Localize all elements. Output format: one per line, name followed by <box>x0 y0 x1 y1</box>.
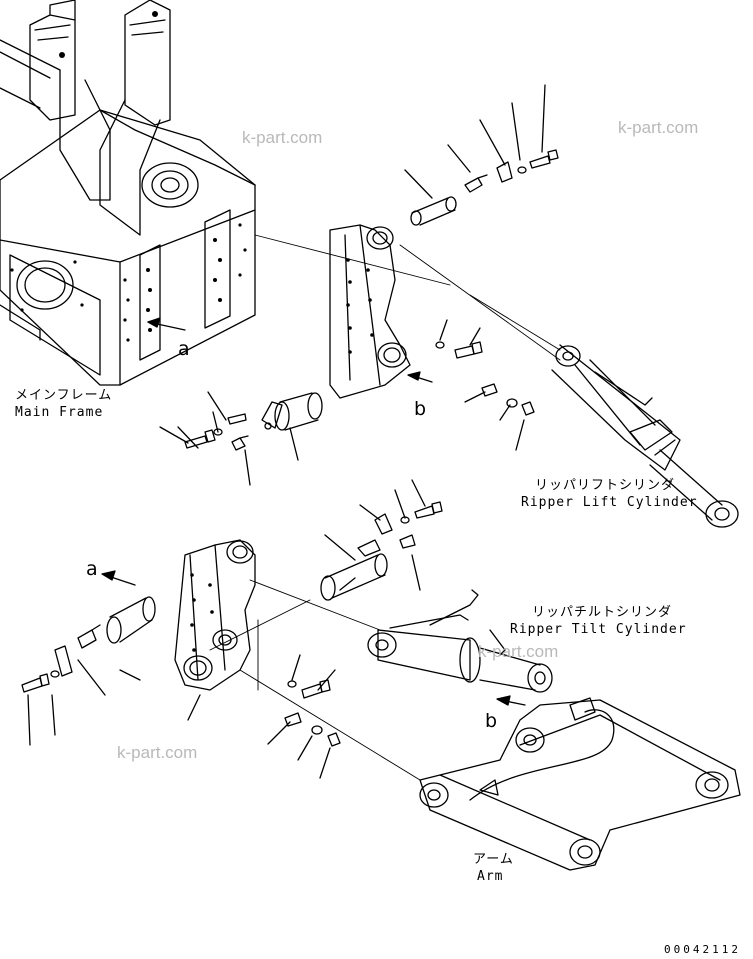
upper-pin-right <box>404 84 559 226</box>
leader-lines <box>209 234 561 781</box>
tilt-cylinder-label-en: Ripper Tilt Cylinder <box>510 622 687 637</box>
upper-bracket-bolts <box>435 319 535 451</box>
tilt-cylinder-label-jp: リッパチルトシリンダ <box>532 605 673 620</box>
lower-bracket <box>101 539 256 691</box>
lower-bracket-bolts <box>267 654 341 779</box>
ripper-lift-cylinder <box>551 344 739 528</box>
arm-label-jp: アーム <box>473 852 514 867</box>
main-frame-label-en: Main Frame <box>15 405 104 420</box>
ripper-tilt-cylinder <box>367 589 553 706</box>
main-frame <box>0 0 256 386</box>
reference-b-upper: b <box>414 398 427 420</box>
upper-bracket <box>329 224 433 399</box>
watermark-1: k-part.com <box>242 128 323 147</box>
lift-cylinder-label-en: Ripper Lift Cylinder <box>521 495 698 510</box>
lower-pin-left <box>21 596 201 746</box>
lift-cylinder-label-jp: リッパリフトシリンダ <box>535 478 676 493</box>
watermark-4: k-part.com <box>117 743 198 762</box>
reference-b-lower: b <box>485 710 498 732</box>
watermark-2: k-part.com <box>618 118 699 137</box>
upper-pin-left <box>159 391 323 486</box>
reference-a-upper: a <box>178 338 190 360</box>
arm-label-en: Arm <box>477 869 504 884</box>
arm <box>419 697 741 871</box>
watermark-3: k-part.com <box>478 642 559 661</box>
reference-a-lower: a <box>86 558 98 580</box>
drawing-code: 00042112 <box>664 943 741 956</box>
lower-pin-right <box>320 479 443 601</box>
main-frame-label-jp: メインフレーム <box>15 388 113 403</box>
